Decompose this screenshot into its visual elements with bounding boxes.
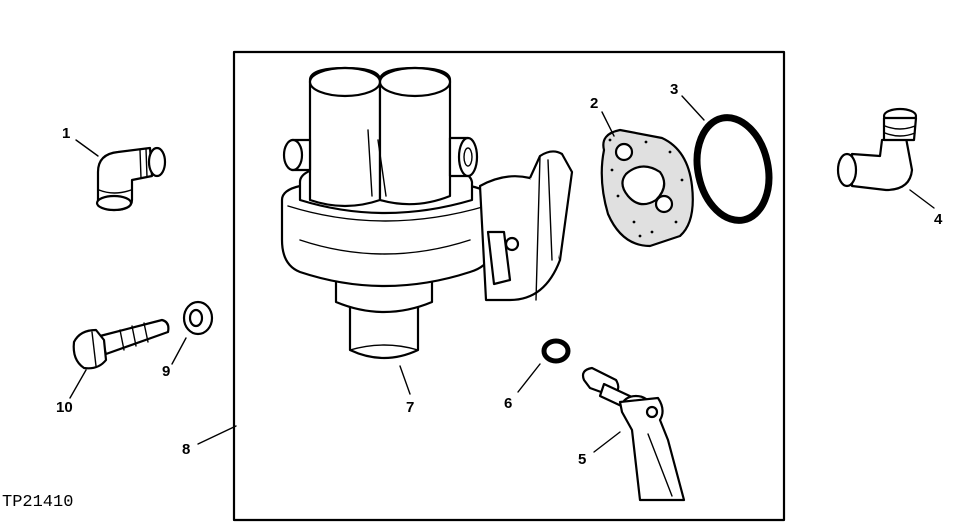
leader-7 [399,365,411,395]
figure-code: TP21410 [2,493,73,512]
callout-5: 5 [578,451,586,468]
callout-6: 6 [504,395,512,412]
leader-10 [69,369,87,399]
callout-10: 10 [56,399,73,416]
callout-8: 8 [182,441,190,458]
callout-7: 7 [406,399,414,416]
o-ring-icon [693,114,773,224]
callout-4: 4 [934,211,943,228]
leader-lines [69,95,935,453]
callout-2: 2 [590,95,598,112]
leader-1 [75,139,99,157]
leader-8 [197,425,237,445]
elbow-fitting-left-icon [95,146,167,212]
leader-9 [171,337,187,365]
washer-icon [182,300,214,336]
leader-6 [517,363,541,393]
callout-1: 1 [62,125,70,142]
bolt-icon [72,318,170,370]
fuel-pump-icon [280,66,574,360]
leader-2 [601,111,615,137]
callout-9: 9 [162,363,170,380]
priming-lever-icon [581,366,686,502]
seal-ring-icon [541,338,571,364]
gasket-icon [600,128,694,248]
elbow-fitting-right-icon [836,107,918,192]
kit-boundary-box [232,50,786,522]
leader-5 [593,431,621,453]
leader-3 [681,95,705,121]
callout-3: 3 [670,81,678,98]
leader-4 [909,189,935,209]
